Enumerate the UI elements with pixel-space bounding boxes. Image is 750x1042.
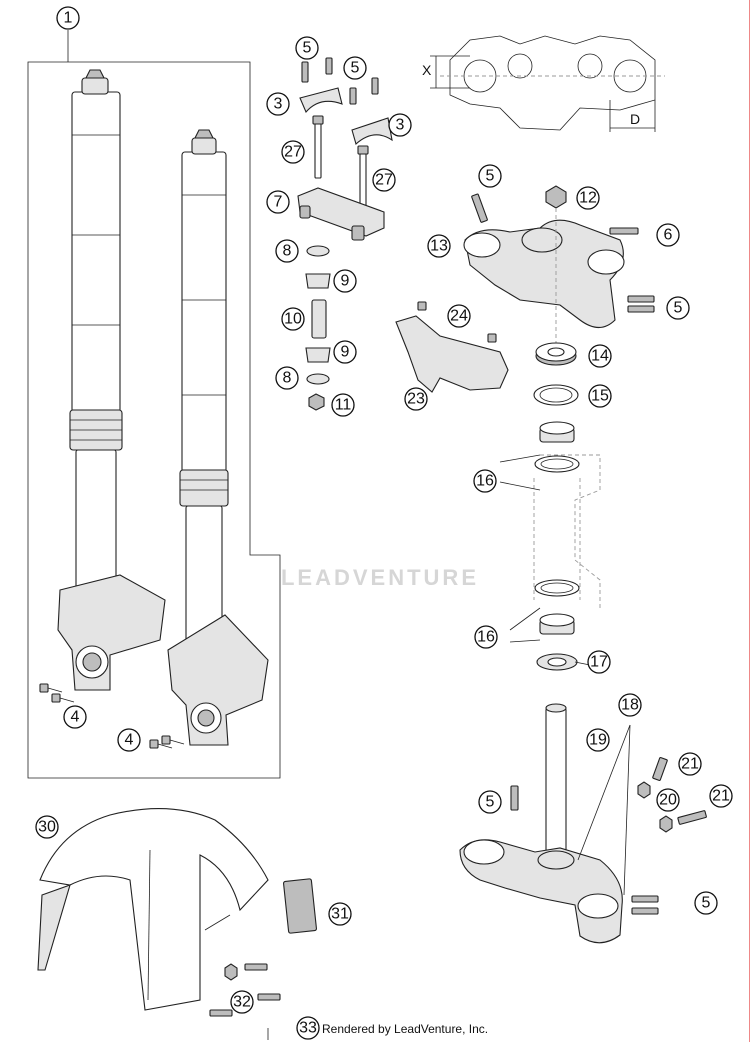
callout-18: 18: [618, 693, 642, 717]
svg-text:3: 3: [274, 96, 283, 113]
callout-10: 10: [281, 307, 305, 331]
svg-text:5: 5: [351, 60, 360, 77]
dimension-label-x: X: [422, 62, 432, 78]
bracket-23: [395, 301, 509, 393]
svg-text:27: 27: [375, 172, 393, 189]
callout-14: 14: [588, 344, 612, 368]
fork-leg-right: [167, 129, 269, 746]
triple-clamp-dimension-outline: X D: [422, 35, 665, 132]
handlebar-clamp-parts: [297, 57, 393, 411]
svg-text:31: 31: [331, 906, 349, 923]
callout-5-b: 5: [343, 56, 367, 80]
svg-text:5: 5: [702, 895, 711, 912]
callout-9-a: 9: [333, 269, 357, 293]
svg-text:8: 8: [283, 243, 292, 260]
svg-text:9: 9: [341, 273, 350, 290]
callout-31: 31: [328, 902, 352, 926]
fork-assembly: [27, 40, 281, 779]
callout-17: 17: [587, 650, 611, 674]
svg-text:5: 5: [674, 300, 683, 317]
dimension-label-d: D: [630, 111, 640, 127]
bolts-4-left: [39, 683, 75, 703]
callout-5-c: 5: [478, 164, 502, 188]
svg-text:32: 32: [233, 994, 251, 1011]
svg-text:13: 13: [430, 238, 448, 255]
callout-13: 13: [427, 234, 451, 258]
svg-text:23: 23: [407, 391, 425, 408]
callout-32: 32: [230, 990, 254, 1014]
svg-text:15: 15: [591, 388, 609, 405]
callout-16-a: 16: [473, 469, 497, 493]
svg-text:12: 12: [579, 190, 597, 207]
svg-text:11: 11: [335, 397, 352, 414]
callout-8-b: 8: [275, 366, 299, 390]
bolts-4-right: [149, 735, 185, 749]
svg-text:5: 5: [303, 40, 312, 57]
callout-5-f: 5: [694, 891, 718, 915]
svg-text:16: 16: [476, 473, 494, 490]
fork-leg-left: [57, 69, 166, 691]
svg-text:21: 21: [681, 756, 699, 773]
callout-9-b: 9: [333, 340, 357, 364]
callout-3-b: 3: [388, 113, 412, 137]
svg-text:18: 18: [621, 697, 639, 714]
callout-4-b: 4: [117, 728, 141, 752]
svg-text:4: 4: [71, 709, 80, 726]
callout-19: 19: [586, 728, 610, 752]
svg-text:27: 27: [284, 144, 302, 161]
callout-23: 23: [404, 387, 428, 411]
callout-3-a: 3: [266, 92, 290, 116]
callout-1: 1: [56, 6, 80, 30]
watermark: LEADVENTURE: [280, 565, 479, 590]
callout-21-b: 21: [709, 784, 733, 808]
svg-text:19: 19: [589, 732, 607, 749]
svg-text:4: 4: [125, 732, 134, 749]
callout-8-a: 8: [275, 239, 299, 263]
callout-7: 7: [266, 190, 290, 214]
svg-text:9: 9: [341, 344, 350, 361]
callout-20: 20: [656, 788, 680, 812]
upper-triple-clamp: [463, 185, 655, 345]
callout-30: 30: [35, 815, 59, 839]
svg-text:21: 21: [712, 788, 730, 805]
svg-text:14: 14: [591, 348, 609, 365]
svg-text:16: 16: [477, 629, 495, 646]
svg-text:6: 6: [664, 227, 673, 244]
lower-triple-clamp: [459, 703, 707, 944]
callout-leaders: [67, 30, 591, 666]
svg-text:33: 33: [299, 1020, 317, 1037]
callout-27-b: 27: [372, 168, 396, 192]
callout-5-d: 5: [666, 296, 690, 320]
front-fender: [37, 808, 317, 1040]
svg-text:3: 3: [396, 117, 405, 134]
callout-4-a: 4: [63, 705, 87, 729]
callout-11: 11: [331, 393, 355, 417]
callout-15: 15: [588, 384, 612, 408]
svg-text:20: 20: [659, 792, 677, 809]
callout-5-a: 5: [295, 36, 319, 60]
callout-12: 12: [576, 186, 600, 210]
svg-text:7: 7: [274, 194, 283, 211]
svg-text:24: 24: [450, 308, 468, 325]
callout-33: 33: [296, 1016, 320, 1040]
svg-text:5: 5: [486, 168, 495, 185]
svg-text:10: 10: [284, 311, 302, 328]
callout-6: 6: [656, 223, 680, 247]
callout-5-e: 5: [478, 790, 502, 814]
svg-text:17: 17: [590, 654, 608, 671]
svg-text:30: 30: [38, 819, 56, 836]
svg-text:1: 1: [64, 10, 73, 27]
callout-24: 24: [447, 304, 471, 328]
callout-16-b: 16: [474, 625, 498, 649]
svg-text:5: 5: [486, 794, 495, 811]
callout-27-a: 27: [281, 140, 305, 164]
callout-21-a: 21: [678, 752, 702, 776]
svg-text:8: 8: [283, 370, 292, 387]
steering-bearings: [533, 342, 601, 671]
render-credit: Rendered by LeadVenture, Inc.: [322, 1022, 489, 1036]
